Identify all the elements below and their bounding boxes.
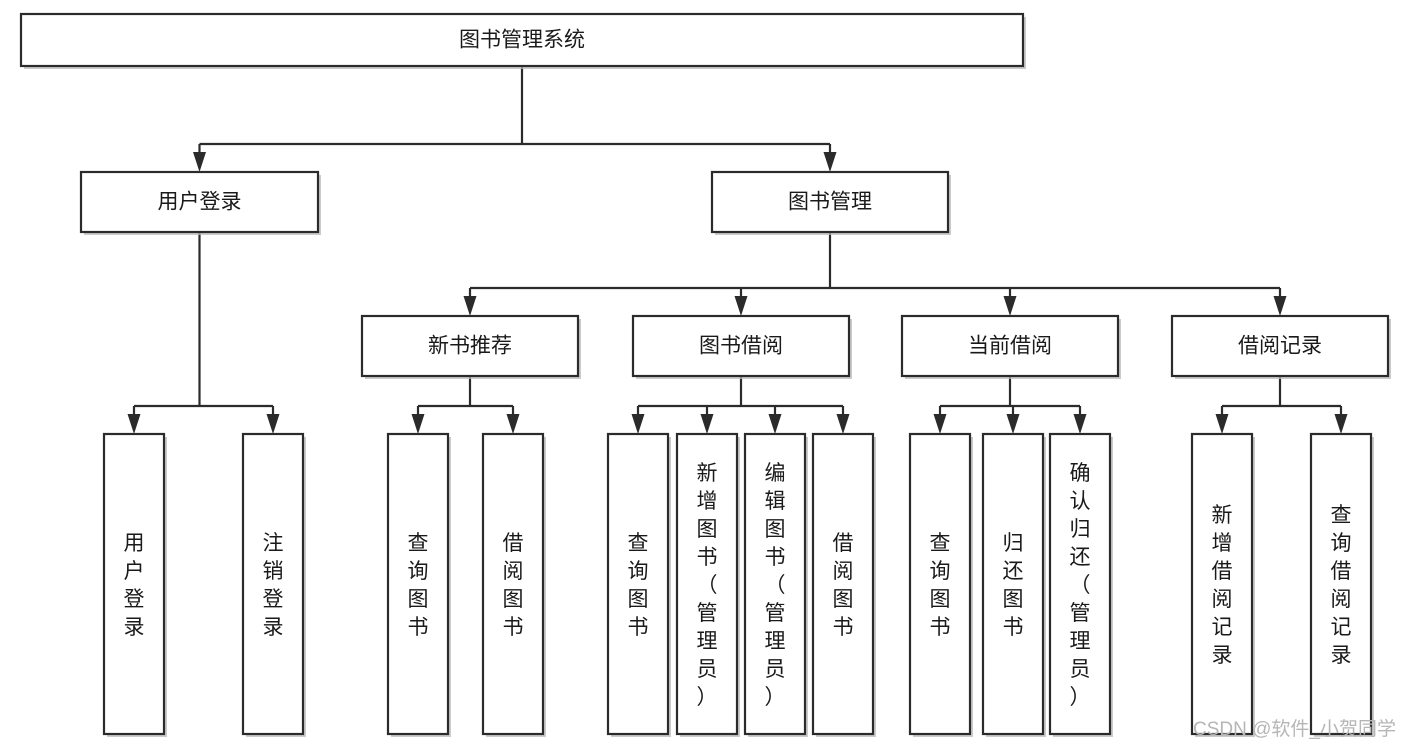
node-label: 借阅记录 xyxy=(1238,335,1322,358)
node-leaf-logout[interactable]: 注销登录 xyxy=(241,432,306,737)
node-book-borrow[interactable]: 图书借阅 xyxy=(631,314,852,379)
arrow-head-icon xyxy=(1334,414,1348,434)
node-label: 图书管理 xyxy=(788,191,872,214)
csdn-watermark: CSDN @软件_小贺同学 xyxy=(1193,718,1396,740)
node-box[interactable] xyxy=(743,432,807,736)
node-box[interactable] xyxy=(1048,432,1112,736)
node-box[interactable] xyxy=(631,314,851,378)
node-label: 新增借阅记录 xyxy=(1212,504,1233,667)
arrow-head-icon xyxy=(1003,296,1017,316)
connector-group xyxy=(411,376,520,434)
node-box[interactable] xyxy=(1190,432,1254,736)
arrow-head-icon xyxy=(768,414,782,434)
node-leaf-add-book[interactable]: 新增图书（管理员） xyxy=(675,432,740,737)
node-box[interactable] xyxy=(675,432,739,736)
node-current-borrow[interactable]: 当前借阅 xyxy=(900,314,1121,379)
node-label: 图书借阅 xyxy=(699,335,783,358)
arrow-head-icon xyxy=(1073,414,1087,434)
node-box[interactable] xyxy=(710,170,950,234)
node-leaf-add-record[interactable]: 新增借阅记录 xyxy=(1190,432,1255,737)
arrow-head-icon xyxy=(1006,414,1020,434)
arrow-head-icon xyxy=(266,414,280,434)
arrow-head-icon xyxy=(127,414,141,434)
arrow-head-icon xyxy=(933,414,947,434)
node-book-manage[interactable]: 图书管理 xyxy=(710,170,951,235)
node-label: 用户登录 xyxy=(124,532,145,639)
node-label: 查询图书 xyxy=(930,532,951,639)
node-leaf-return-book[interactable]: 归还图书 xyxy=(981,432,1046,737)
node-leaf-query-record[interactable]: 查询借阅记录 xyxy=(1309,432,1374,737)
node-box[interactable] xyxy=(102,432,166,736)
arrow-head-icon xyxy=(836,414,850,434)
node-leaf-user-login[interactable]: 用户登录 xyxy=(102,432,167,737)
node-label: 注销登录 xyxy=(263,532,284,639)
node-borrow-record[interactable]: 借阅记录 xyxy=(1170,314,1391,379)
connector-group xyxy=(631,376,850,434)
arrow-head-icon xyxy=(823,152,837,172)
arrow-head-icon xyxy=(463,296,477,316)
connector-group xyxy=(463,232,1287,316)
node-label: 用户登录 xyxy=(158,191,242,214)
node-root[interactable]: 图书管理系统 xyxy=(19,12,1026,69)
arrow-head-icon xyxy=(506,414,520,434)
node-leaf-query-book-1[interactable]: 查询图书 xyxy=(386,432,451,737)
node-box[interactable] xyxy=(811,432,875,736)
arrow-head-icon xyxy=(700,414,714,434)
node-new-book-rec[interactable]: 新书推荐 xyxy=(360,314,581,379)
node-box[interactable] xyxy=(481,432,545,736)
node-box[interactable] xyxy=(1309,432,1373,736)
node-label: 编辑图书（管理员） xyxy=(765,462,786,709)
node-label: 归还图书 xyxy=(1003,532,1024,639)
node-leaf-confirm-return[interactable]: 确认归还（管理员） xyxy=(1048,432,1113,737)
arrow-head-icon xyxy=(411,414,425,434)
connector-group xyxy=(127,232,280,434)
node-box[interactable] xyxy=(1170,314,1390,378)
node-leaf-query-book-3[interactable]: 查询图书 xyxy=(908,432,973,737)
connector-group xyxy=(1215,376,1348,434)
arrow-head-icon xyxy=(1215,414,1229,434)
node-box[interactable] xyxy=(386,432,450,736)
node-label: 当前借阅 xyxy=(968,335,1052,358)
node-label: 查询借阅记录 xyxy=(1331,504,1352,667)
connector-layer xyxy=(127,66,1348,434)
node-user-login[interactable]: 用户登录 xyxy=(79,170,321,235)
node-label: 新增图书（管理员） xyxy=(697,462,718,709)
node-leaf-query-book-2[interactable]: 查询图书 xyxy=(606,432,671,737)
node-leaf-borrow-book-1[interactable]: 借阅图书 xyxy=(481,432,546,737)
node-box[interactable] xyxy=(19,12,1025,68)
node-box[interactable] xyxy=(900,314,1120,378)
node-label: 确认归还（管理员） xyxy=(1070,462,1091,709)
arrow-head-icon xyxy=(734,296,748,316)
arrow-head-icon xyxy=(193,152,206,172)
node-label: 借阅图书 xyxy=(503,532,524,639)
arrow-head-icon xyxy=(1273,296,1287,316)
node-box[interactable] xyxy=(606,432,670,736)
node-label: 借阅图书 xyxy=(833,532,854,639)
node-box[interactable] xyxy=(981,432,1045,736)
node-box[interactable] xyxy=(908,432,972,736)
node-label: 查询图书 xyxy=(408,532,429,639)
node-leaf-edit-book[interactable]: 编辑图书（管理员） xyxy=(743,432,808,737)
node-box[interactable] xyxy=(241,432,305,736)
node-box[interactable] xyxy=(79,170,320,234)
arrow-head-icon xyxy=(631,414,645,434)
connector-group xyxy=(933,376,1087,434)
connector-group xyxy=(193,66,837,172)
node-label: 图书管理系统 xyxy=(459,29,585,52)
node-label: 新书推荐 xyxy=(428,335,512,358)
node-leaf-borrow-book-2[interactable]: 借阅图书 xyxy=(811,432,876,737)
node-label: 查询图书 xyxy=(628,532,649,639)
node-layer: 图书管理系统用户登录图书管理新书推荐图书借阅当前借阅借阅记录用户登录注销登录查询… xyxy=(19,12,1391,737)
node-box[interactable] xyxy=(360,314,580,378)
